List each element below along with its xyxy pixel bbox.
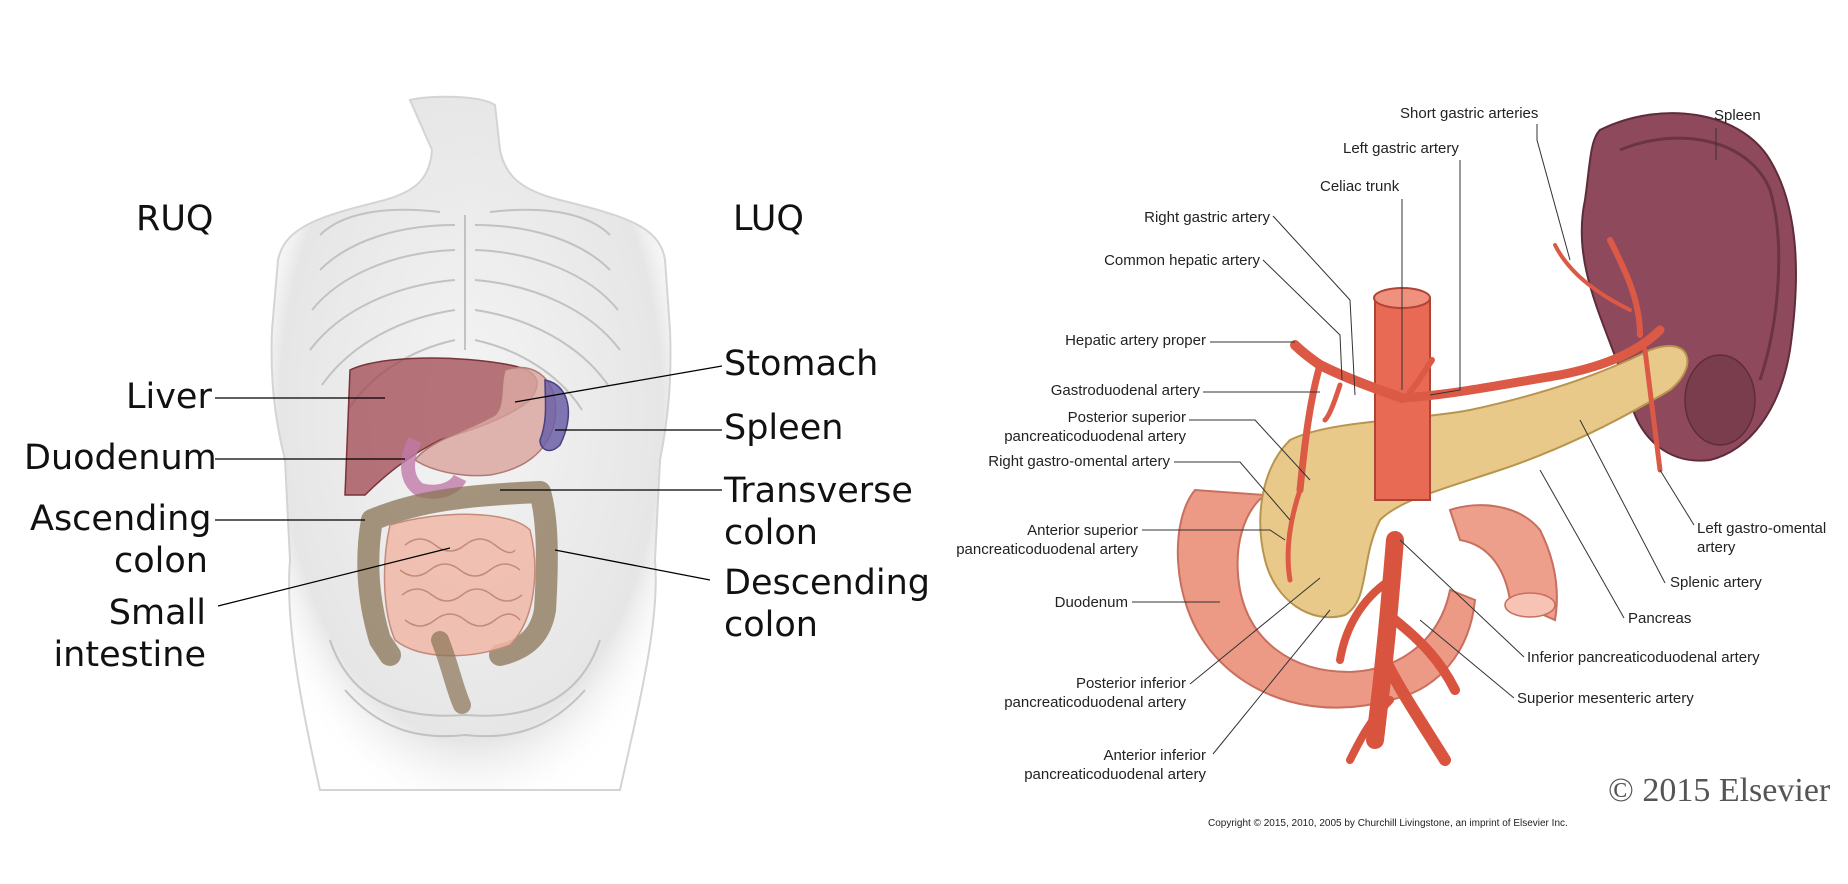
descending-colon-label: Descending colon (724, 562, 930, 646)
celiac-branches (1285, 237, 1665, 583)
label-post-sup-pd: Posterior superior pancreaticoduodenal a… (960, 408, 1186, 446)
spleen-shape (539, 379, 570, 452)
label-spleen: Spleen (1714, 107, 1761, 124)
label-ant-inf-pd: Anterior inferior pancreaticoduodenal ar… (980, 746, 1206, 784)
label-post-sup-pd-line1: Posterior superior (1067, 409, 1186, 426)
label-short-gastric: Short gastric arteries (1400, 105, 1539, 122)
label-celiac-trunk: Celiac trunk (1320, 178, 1400, 195)
small-intestine-label-line2: intestine (53, 635, 206, 675)
stomach-label: Stomach (724, 344, 879, 384)
pancreas-organ (1259, 344, 1689, 619)
small-intestine-label-line1: Small (108, 593, 206, 633)
colon-shape (357, 481, 558, 666)
label-ant-inf-pd-line1: Anterior inferior (1103, 747, 1206, 764)
sigmoid-shape (431, 631, 471, 714)
label-hepatic-proper: Hepatic artery proper (1065, 332, 1206, 349)
label-post-inf-pd-line1: Posterior inferior (1075, 675, 1186, 692)
label-sma: Superior mesenteric artery (1517, 690, 1694, 707)
duodenum-organ (1176, 488, 1477, 709)
label-ant-sup-pd-line2: pancreaticoduodenal artery (956, 541, 1138, 558)
label-duodenum: Duodenum (1054, 594, 1128, 611)
label-post-sup-pd-line2: pancreaticoduodenal artery (1004, 428, 1186, 445)
small-intestine-shape (383, 513, 536, 657)
ascending-colon-label-line1: Ascending (30, 499, 212, 539)
duodenum-shape (401, 436, 467, 499)
label-splenic-artery: Splenic artery (1670, 574, 1762, 591)
ascending-colon-label-line2: colon (114, 541, 208, 581)
right-leader-lines (1132, 124, 1717, 755)
transverse-colon-label-line1: Transverse (724, 471, 913, 511)
label-left-gastric: Left gastric artery (1343, 140, 1459, 157)
label-right-gastric: Right gastric artery (1144, 209, 1270, 226)
label-post-inf-pd: Posterior inferior pancreaticoduodenal a… (960, 674, 1186, 712)
label-common-hepatic: Common hepatic artery (1104, 252, 1260, 269)
label-left-gastro-omental-line1: Left gastro-omental (1697, 520, 1827, 537)
duodenum-label: Duodenum (24, 438, 217, 478)
small-intestine-label: Small intestine (30, 592, 206, 676)
label-left-gastro-omental: Left gastro-omental artery (1697, 519, 1826, 557)
descending-colon-label-line1: Descending (724, 563, 931, 603)
spleen-label: Spleen (724, 408, 844, 448)
liver-label: Liver (126, 377, 212, 417)
label-post-inf-pd-line2: pancreaticoduodenal artery (1004, 694, 1186, 711)
label-ant-sup-pd-line1: Anterior superior (1027, 522, 1138, 539)
transverse-colon-label: Transverse colon (724, 470, 913, 554)
intestine-loops (399, 538, 523, 627)
label-pancreas: Pancreas (1628, 610, 1692, 627)
ascending-colon-label: Ascending colon (30, 498, 212, 582)
label-gastroduodenal: Gastroduodenal artery (1050, 382, 1200, 399)
label-inf-pd: Inferior pancreaticoduodenal artery (1527, 649, 1760, 666)
ruq-label: RUQ (136, 199, 214, 239)
label-left-gastro-omental-line2: artery (1697, 539, 1736, 556)
copyright-line: Copyright © 2015, 2010, 2005 by Churchil… (1208, 818, 1568, 829)
label-ant-inf-pd-line2: pancreaticoduodenal artery (1024, 766, 1206, 783)
transverse-colon-label-line2: colon (724, 513, 818, 553)
luq-label: LUQ (733, 199, 804, 239)
label-right-gastro-omental: Right gastro-omental artery (988, 453, 1170, 470)
left-leader-lines (215, 365, 723, 607)
descending-colon-label-line2: colon (724, 605, 818, 645)
sma-branches (1336, 531, 1460, 766)
label-ant-sup-pd: Anterior superior pancreaticoduodenal ar… (920, 521, 1138, 559)
jejunum-organ (1448, 504, 1558, 622)
copyright-mark: © 2015 Elsevier (1608, 772, 1831, 809)
